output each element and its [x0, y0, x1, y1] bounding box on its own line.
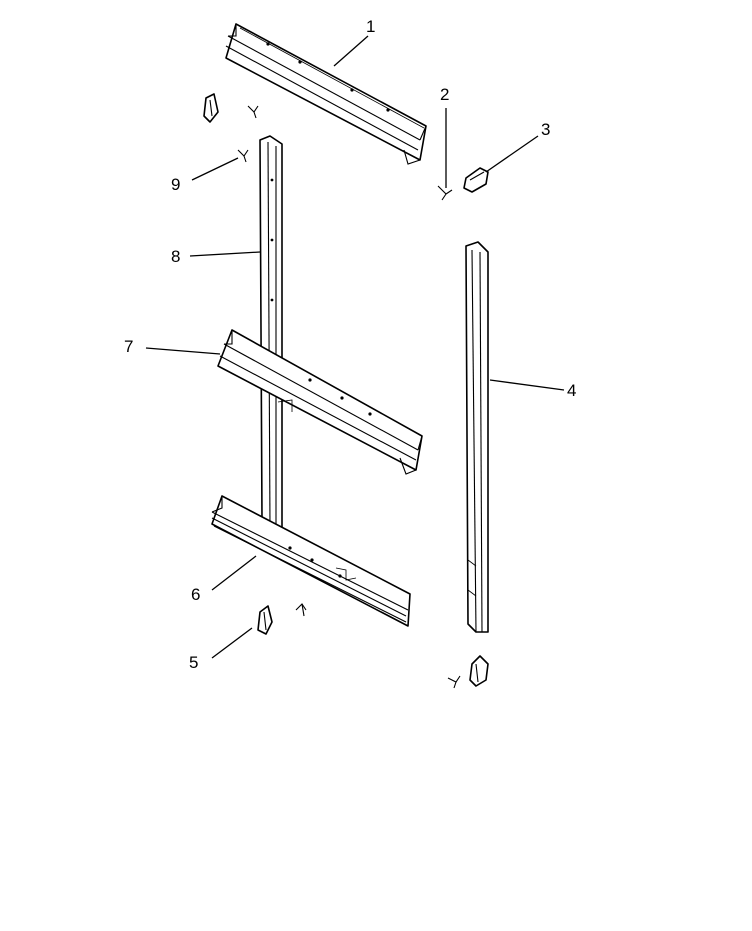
- callout-7: 7: [124, 337, 133, 356]
- part-bottom-rail: [211, 495, 411, 627]
- leader-8: [189, 251, 261, 257]
- leader-lines: [145, 35, 565, 659]
- callout-8: 8: [171, 247, 180, 266]
- callout-1: 1: [366, 17, 375, 36]
- callout-6: 6: [191, 585, 200, 604]
- callout-4: 4: [567, 381, 576, 400]
- corner-key-top-left: [203, 93, 219, 123]
- part-corner-key-bottom-left: [257, 605, 273, 635]
- callout-5: 5: [189, 653, 198, 672]
- callout-9: 9: [171, 175, 180, 194]
- part-corner-key-right: [463, 167, 489, 193]
- callout-labels: 1 2 3 4 5 6 7 8 9: [124, 17, 576, 672]
- leader-3: [485, 135, 539, 173]
- part-screw-left: [237, 149, 249, 163]
- screw-top-left: [247, 105, 259, 119]
- part-screw: [437, 185, 453, 201]
- leader-9: [191, 157, 239, 181]
- part-right-stile: [465, 241, 489, 633]
- leader-5: [211, 627, 253, 659]
- part-middle-rail: [217, 329, 423, 475]
- callout-3: 3: [541, 120, 550, 139]
- screw-bottom-right: [447, 675, 461, 689]
- leader-6: [211, 555, 257, 591]
- screw-bottom-left: [295, 603, 307, 617]
- part-left-stile: [259, 135, 283, 529]
- callout-2: 2: [440, 85, 449, 104]
- leader-7: [145, 347, 221, 355]
- corner-key-bottom-right: [469, 655, 489, 687]
- leader-4: [489, 379, 565, 391]
- part-top-rail: [225, 23, 427, 165]
- leader-1: [333, 35, 369, 67]
